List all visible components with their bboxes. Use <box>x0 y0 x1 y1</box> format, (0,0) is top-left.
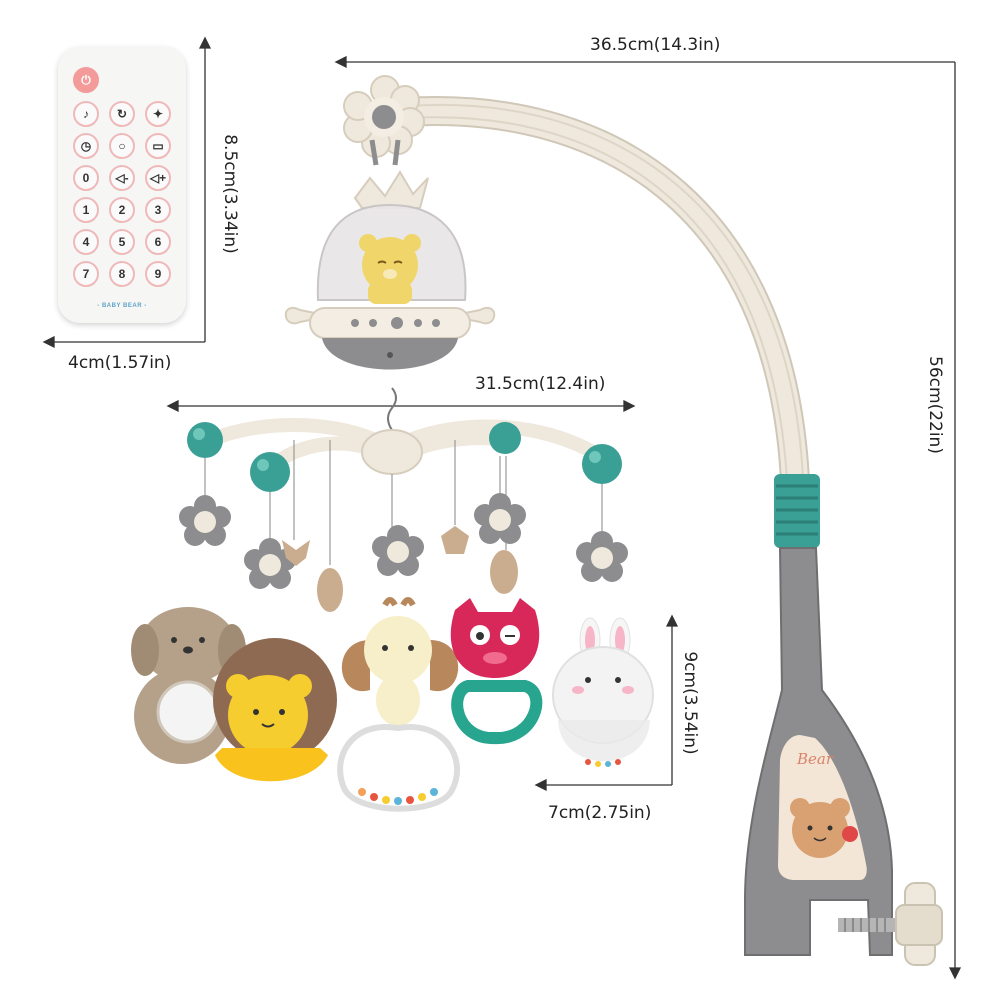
remote-key-3: 3 <box>145 197 171 223</box>
volume-up-icon: ◁+ <box>145 165 171 191</box>
remote-key-9: 9 <box>145 261 171 287</box>
dog-rattle <box>131 607 246 764</box>
arm-width-label: 36.5cm(14.3in) <box>590 35 721 55</box>
timer-icon: ◷ <box>73 133 99 159</box>
remote-key-8: 8 <box>109 261 135 287</box>
owl-teether <box>450 598 543 744</box>
circle-icon: ○ <box>109 133 135 159</box>
arm-connector <box>774 474 820 548</box>
bulb-icon: ✦ <box>145 101 171 127</box>
wood-charms <box>282 526 518 612</box>
dimension-lines <box>42 36 962 980</box>
toy-hanger <box>187 387 622 492</box>
crib-clamp <box>744 547 943 966</box>
lion-toy <box>213 638 337 782</box>
remote-key-2: 2 <box>109 197 135 223</box>
remote-key-1: 1 <box>73 197 99 223</box>
hanger-width-label: 31.5cm(12.4in) <box>475 374 606 394</box>
total-height-label: 56cm(22in) <box>925 356 945 454</box>
remote-key-6: 6 <box>145 229 171 255</box>
arm-flower-cap <box>343 75 425 166</box>
volume-down-icon: ◁- <box>109 165 135 191</box>
remote-key-4: 4 <box>73 229 99 255</box>
remote-height-label: 8.5cm(3.34in) <box>220 134 240 254</box>
music-note-icon: ♪ <box>73 101 99 127</box>
clamp-sticker-label: Bear <box>797 750 834 768</box>
remote-key-7: 7 <box>73 261 99 287</box>
bunny-rattle <box>552 617 654 767</box>
remote-key-0: 0 <box>73 165 99 191</box>
toy-height-label: 9cm(3.54in) <box>680 651 700 755</box>
remote-brand: - BABY BEAR - <box>97 303 147 309</box>
remote-width-label: 4cm(1.57in) <box>68 353 172 373</box>
remote-control: ⏻ ♪ ↻ ✦ ◷ ○ ▭ 0 ◁- ◁+ 1 2 3 4 5 6 7 8 9 … <box>58 47 186 323</box>
power-icon: ⏻ <box>73 67 99 93</box>
music-box <box>284 170 496 370</box>
projector-icon: ▭ <box>145 133 171 159</box>
loop-icon: ↻ <box>109 101 135 127</box>
mobile-arm <box>390 96 810 495</box>
flower-charms <box>179 493 628 589</box>
toy-width-label: 7cm(2.75in) <box>548 803 652 823</box>
remote-key-5: 5 <box>109 229 135 255</box>
bee-rattle <box>337 597 460 812</box>
